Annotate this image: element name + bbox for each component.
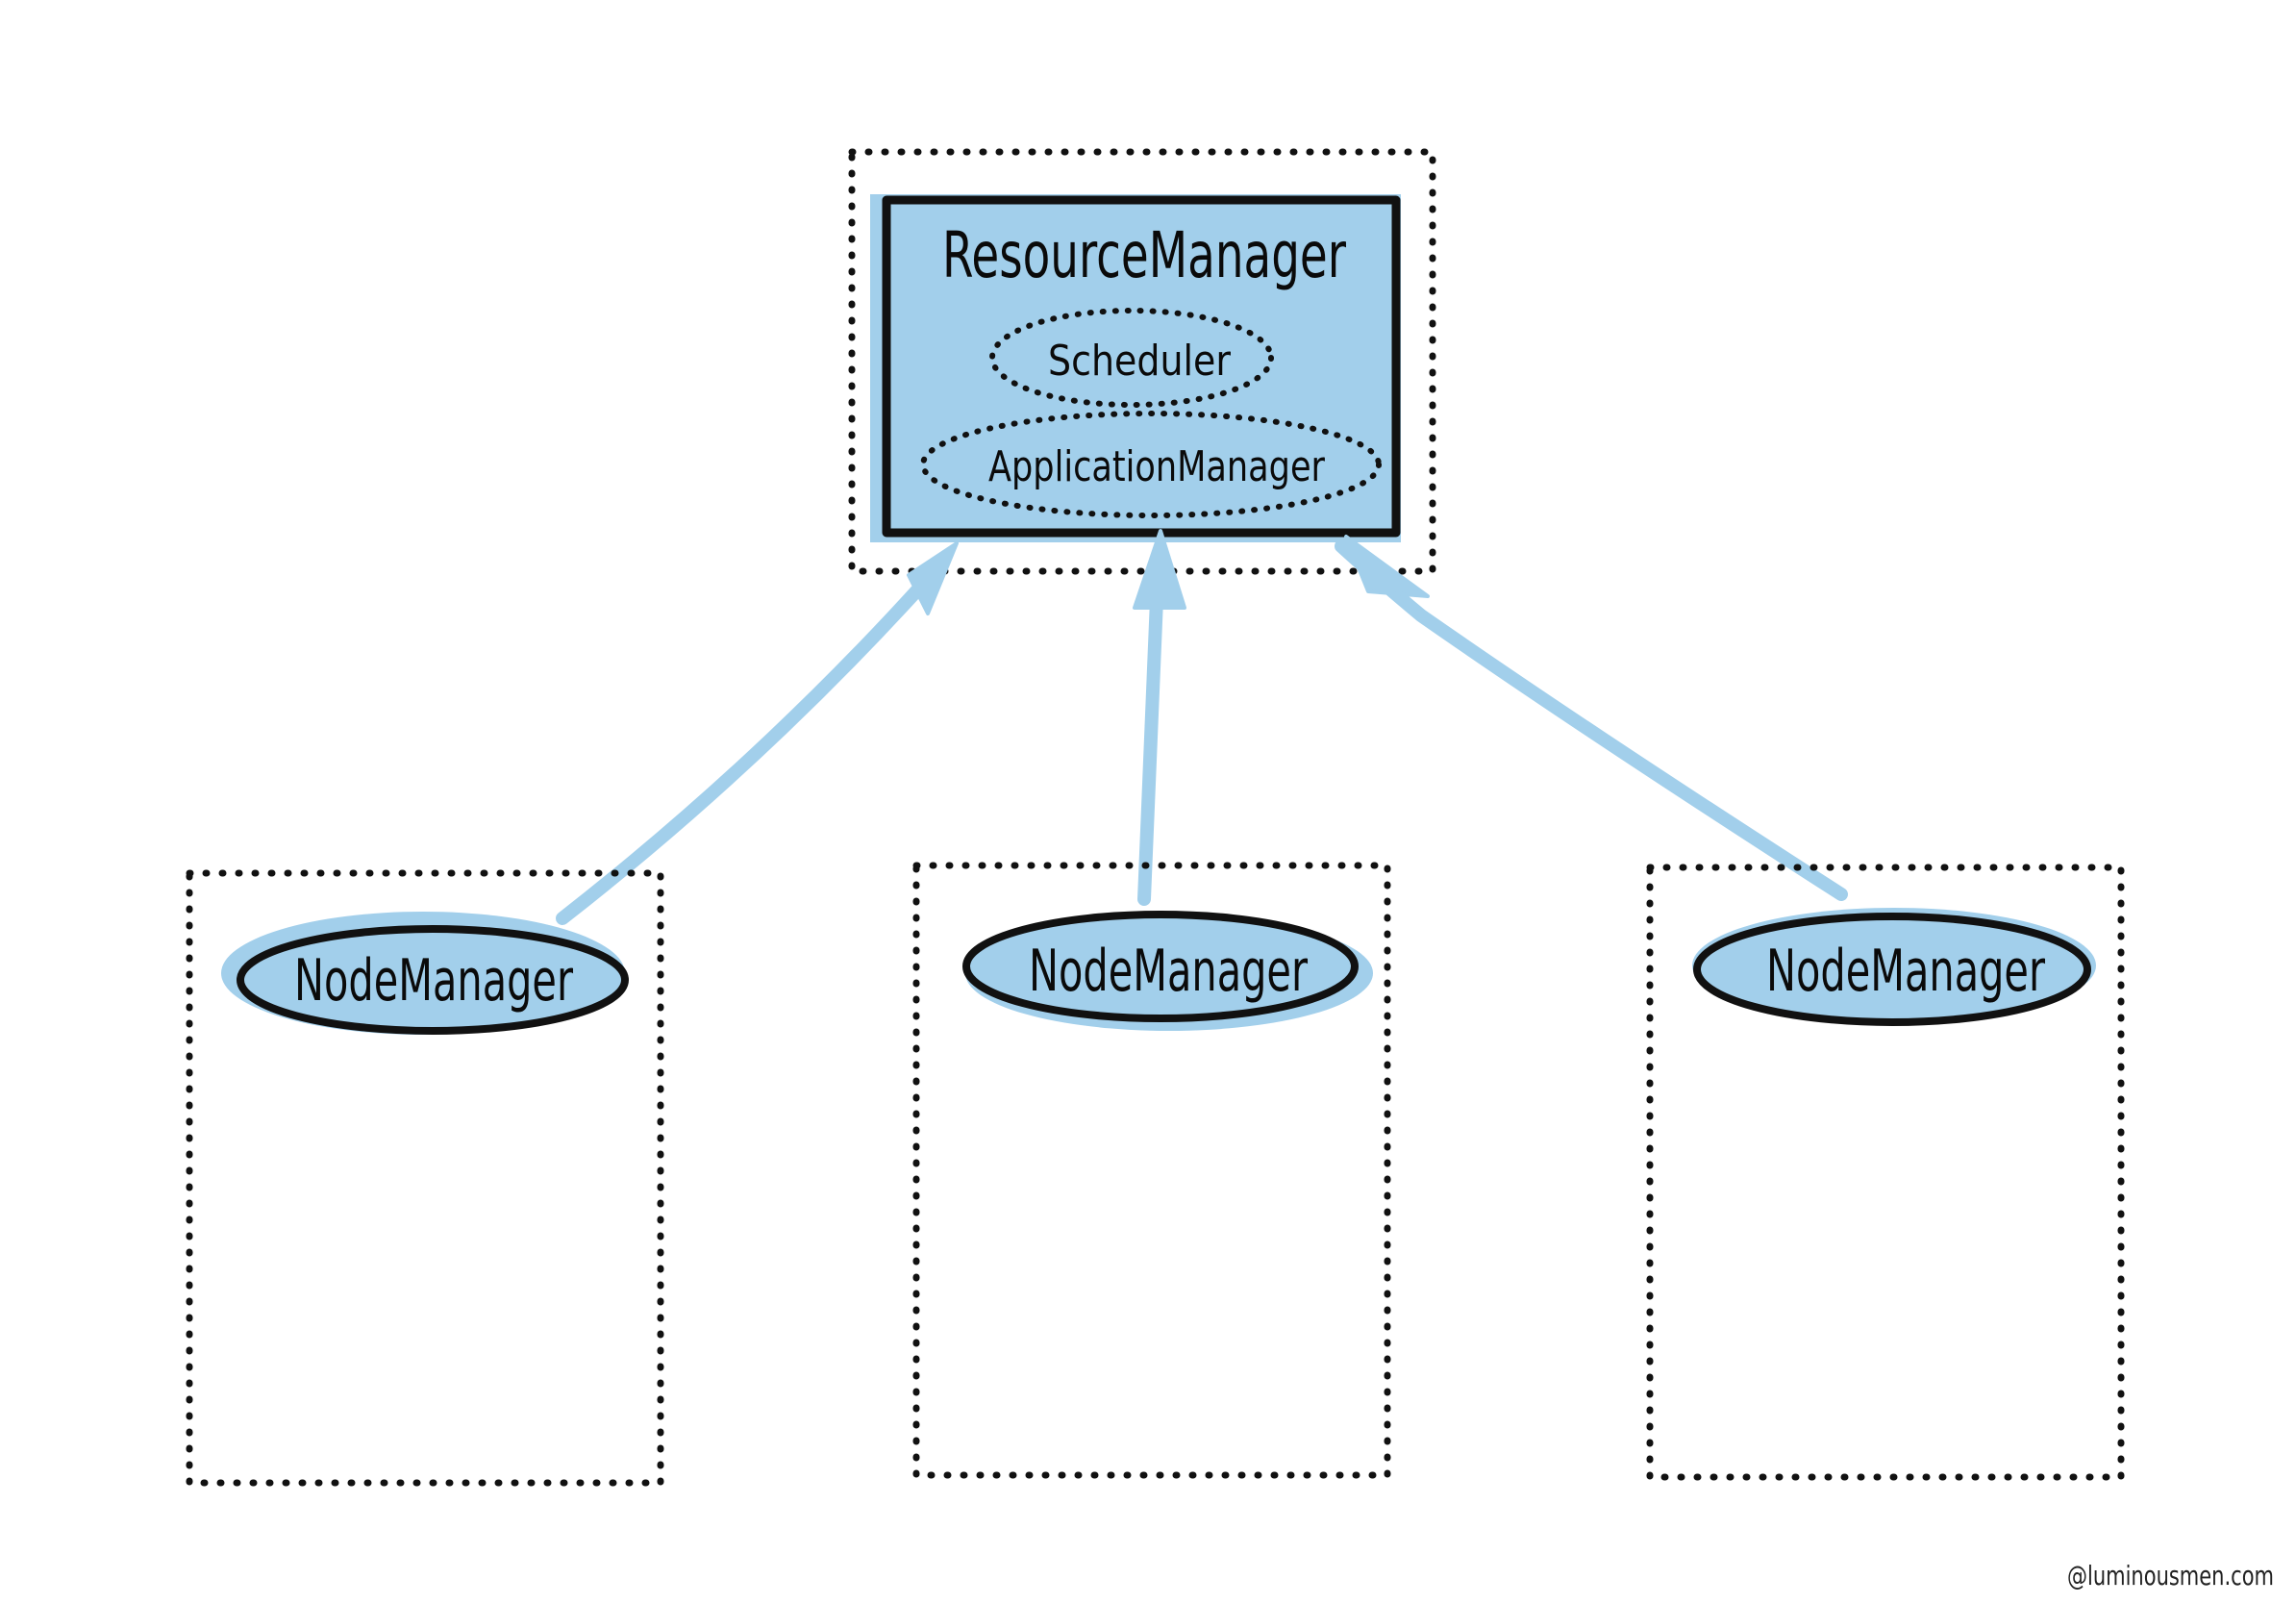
node-manager-2-label: NodeManager: [1029, 938, 1308, 1005]
resource-manager-box: [882, 195, 1401, 538]
resource-manager-container: [848, 148, 1436, 575]
credit-text: @luminousmen.com: [2067, 1560, 2274, 1591]
node-manager-3-fill: [1692, 908, 2096, 1023]
resource-manager-title: ResourceManager: [942, 218, 1347, 292]
arrowhead-left: [907, 541, 959, 615]
arrowhead-middle: [1133, 529, 1186, 610]
node-manager-3-label: NodeManager: [1766, 938, 2045, 1005]
node-manager-1-label: NodeManager: [294, 947, 573, 1015]
application-manager-label: ApplicationManager: [988, 442, 1326, 491]
arrowhead-right: [1344, 535, 1430, 598]
node-manager-1-ellipse: [237, 925, 629, 1035]
node-manager-1-fill: [221, 912, 625, 1035]
scheduler-label: Scheduler: [1048, 337, 1232, 386]
arrow-left: [556, 575, 932, 925]
scheduler-ellipse: [989, 308, 1274, 408]
heartbeat-arrows: [556, 539, 1848, 925]
node-manager-2-fill: [965, 915, 1373, 1031]
application-manager-ellipse: [920, 411, 1382, 518]
resource-manager-fill: [870, 194, 1401, 542]
arrow-right: [1335, 539, 1848, 901]
node-manager-2-ellipse: [962, 911, 1359, 1022]
node-manager-3-ellipse: [1693, 913, 2091, 1026]
